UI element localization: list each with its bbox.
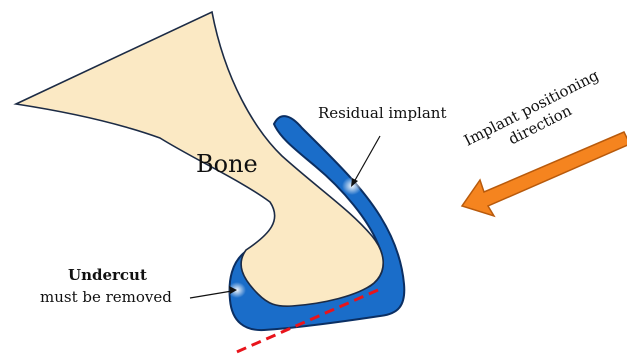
bone-label: Bone (196, 150, 258, 178)
undercut-pointer (190, 291, 232, 298)
residual-implant-label: Residual implant (318, 104, 447, 122)
residual-implant-pointer (354, 136, 380, 182)
undercut-label: Undercut (68, 266, 147, 284)
direction-arrow (462, 132, 627, 216)
undercut-sublabel: must be removed (40, 288, 172, 306)
